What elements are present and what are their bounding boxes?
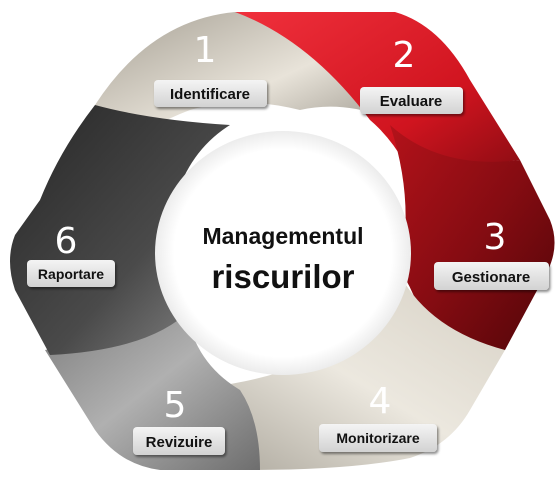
segment-3-gestionare bbox=[390, 125, 555, 355]
step-6-number: 6 bbox=[55, 221, 78, 262]
center-title-line2: riscurilor bbox=[211, 258, 354, 295]
step-6-label: Raportare bbox=[38, 266, 104, 282]
step-3-label-box bbox=[434, 262, 549, 290]
center-circle bbox=[155, 131, 411, 375]
step-2-label-box bbox=[360, 87, 463, 114]
step-1-label: Identificare bbox=[170, 86, 250, 103]
step-6-label-box bbox=[27, 260, 115, 287]
step-3-label: Gestionare bbox=[452, 269, 530, 286]
step-1-label-box bbox=[154, 80, 267, 107]
step-4-label-box bbox=[319, 424, 437, 452]
segment-4-monitorizare bbox=[180, 275, 505, 470]
step-2-number: 2 bbox=[393, 35, 416, 76]
step-2-label: Evaluare bbox=[380, 93, 443, 110]
step-5-label-box bbox=[133, 427, 225, 455]
step-3-number: 3 bbox=[484, 217, 507, 258]
step-1-number: 1 bbox=[194, 30, 217, 71]
step-5-label: Revizuire bbox=[146, 434, 213, 451]
center-title-line1: Managementul bbox=[202, 223, 363, 249]
step-5-number: 5 bbox=[164, 385, 187, 426]
step-4-number: 4 bbox=[369, 381, 392, 422]
step-4-label: Monitorizare bbox=[336, 430, 419, 446]
